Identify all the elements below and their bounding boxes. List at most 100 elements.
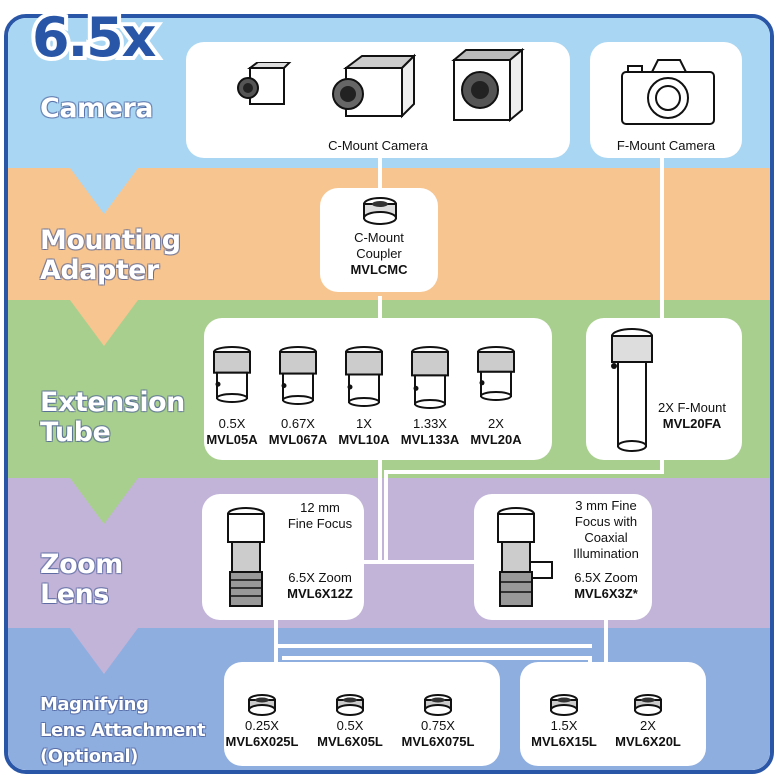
f-mount-camera-card: F-Mount Camera: [590, 42, 742, 158]
c-mount-camera-card: C-Mount Camera: [186, 42, 570, 158]
product-magnification: 0.5X: [218, 416, 246, 431]
band-label-magnifying-lens: Magnifying Lens Attachment (Optional): [40, 692, 206, 770]
band-label-line: Adapter: [40, 255, 159, 286]
connector-line: [274, 618, 278, 666]
product-icon-box: [182, 338, 282, 416]
c-mount-coupler-card: C-Mount Coupler MVLCMC: [320, 188, 438, 292]
lens-attachment-icon: [336, 694, 364, 716]
zoom-feature-line: 3 mm Fine: [575, 498, 637, 513]
product-icon-box: [300, 678, 400, 718]
product-icon-box: [380, 338, 480, 416]
product-icon-box: [388, 678, 488, 718]
product-part-number: MVL20A: [470, 432, 522, 447]
extension-tube-icon: [213, 346, 251, 403]
f-mount-camera-label: F-Mount Camera: [616, 138, 716, 153]
camera-large-icon: [451, 47, 525, 123]
product-magnification: 1X: [356, 416, 372, 431]
connector-line: [384, 470, 664, 474]
zoom-feature-line: Focus with: [574, 514, 638, 529]
zoom-lens-3mm-card: 3 mm Fine Focus with Coaxial Illuminatio…: [474, 494, 652, 620]
zoom-12mm-name: 6.5X Zoom MVL6X12Z: [276, 570, 364, 602]
product-magnification: 0.5X: [336, 718, 364, 733]
zoom-lens-icon: [227, 507, 265, 607]
zoom-part-number: MVL6X12Z: [287, 586, 353, 601]
band-label-line: Zoom: [40, 549, 123, 580]
zoom-lens-12mm-card: 12 mm Fine Focus 6.5X Zoom MVL6X12Z: [202, 494, 364, 620]
band-label-line: Mounting: [40, 225, 181, 256]
connector-line: [384, 474, 388, 562]
zoom-3mm-name: 6.5X Zoom MVL6X3Z*: [560, 570, 652, 602]
arrow-down-icon: [70, 300, 138, 346]
band-label-camera: Camera: [40, 93, 154, 124]
coupler-icon: [363, 197, 397, 225]
arrow-down-icon: [70, 628, 138, 674]
arrow-down-icon: [70, 478, 138, 524]
f-mount-tube-part: MVL20FA: [662, 416, 722, 431]
product-icon-box: [212, 678, 312, 718]
camera-small-icon: [237, 62, 292, 105]
coupler-part-number: MVLCMC: [350, 262, 408, 277]
product-part-number: MVL05A: [206, 432, 258, 447]
band-label-line: Lens Attachment: [40, 720, 206, 741]
product-icon-box: [514, 678, 614, 718]
band-label-line: (Optional): [40, 746, 138, 767]
product-magnification: 2X: [640, 718, 656, 733]
band-arrows: [70, 168, 138, 674]
band-label-line: Extension: [40, 387, 185, 418]
lens-attachment-icon: [248, 694, 276, 716]
product-part-number: MVL6X20L: [615, 734, 681, 749]
connector-line: [378, 460, 382, 562]
coupler-line1: C-Mount: [354, 230, 404, 245]
connector-line: [660, 458, 664, 474]
band-label-zoom-lens: Zoom Lens: [40, 550, 123, 610]
magnification-badge: 6.5x: [28, 2, 163, 70]
band-label-extension-tube: Extension Tube: [40, 388, 185, 448]
product-part-number: MVL6X025L: [225, 734, 299, 749]
product-magnification: 2X: [488, 416, 504, 431]
coupler-label: C-Mount Coupler MVLCMC: [320, 230, 438, 278]
product-icon-box: [446, 338, 546, 416]
extension-tube-icon: [279, 346, 317, 405]
diagram-frame: Camera Mounting Adapter Extension Tube Z…: [4, 14, 774, 774]
product-part-number: MVL6X075L: [401, 734, 475, 749]
product-part-number: MVL6X15L: [531, 734, 597, 749]
product-magnification: 0.25X: [245, 718, 279, 733]
connector-line: [274, 644, 592, 648]
product-part-number: MVL067A: [268, 432, 328, 447]
zoom-name: 6.5X Zoom: [288, 570, 352, 585]
zoom-feature-line: Illumination: [573, 546, 639, 561]
extension-tube-icon: [477, 346, 515, 401]
zoom-feature-line: Coaxial: [584, 530, 628, 545]
product-part-number: MVL133A: [400, 432, 460, 447]
zoom-3mm-feature: 3 mm Fine Focus with Coaxial Illuminatio…: [560, 498, 652, 562]
band-label-line: Lens: [40, 579, 109, 610]
product-part-number: MVL6X05L: [317, 734, 383, 749]
product-magnification: 0.67X: [281, 416, 315, 431]
f-mount-tube-label: 2X F-Mount MVL20FA: [642, 400, 742, 432]
product-icon-box: [314, 338, 414, 416]
extension-tube-icon: [411, 346, 449, 409]
zoom-name: 6.5X Zoom: [574, 570, 638, 585]
band-label-mounting-adapter: Mounting Adapter: [40, 226, 181, 286]
product-icon-box: [598, 678, 698, 718]
connector-line: [360, 560, 480, 564]
zoom-12mm-feature: 12 mm Fine Focus: [276, 500, 364, 532]
band-label-line: Magnifying: [40, 694, 149, 715]
f-mount-tube-icon: [611, 328, 653, 452]
c-mount-camera-label: C-Mount Camera: [328, 138, 428, 153]
product-icon-box: [248, 338, 348, 416]
zoom-feature-line: Fine Focus: [287, 516, 353, 531]
connector-line: [604, 618, 608, 678]
arrow-down-icon: [70, 168, 138, 214]
